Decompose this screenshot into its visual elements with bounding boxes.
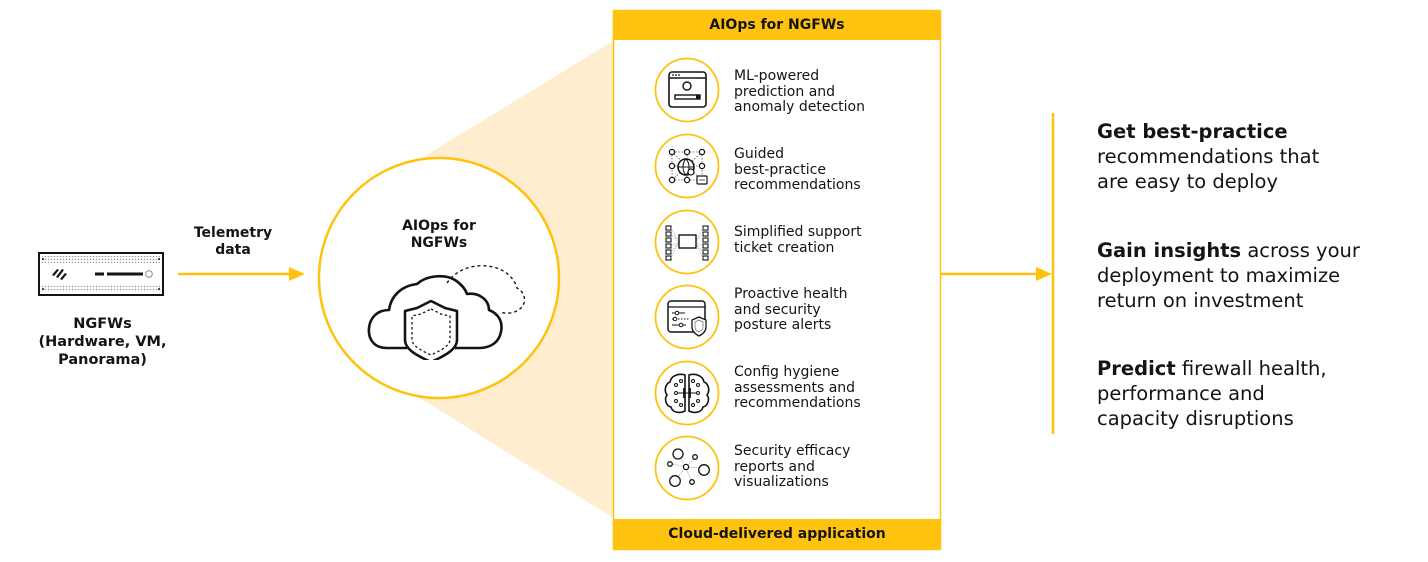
benefit-line: performance and: [1097, 382, 1265, 405]
telemetry-label-line: Telemetry: [193, 225, 273, 241]
output-arrow-head: [1036, 267, 1052, 281]
network-globe-icon: [654, 133, 720, 199]
feature-line: visualizations: [734, 474, 829, 490]
benefit-item: Get best-practice recommendations that a…: [1097, 119, 1417, 194]
feature-line: best-practice: [734, 161, 826, 178]
feature-line: recommendations: [734, 395, 861, 411]
feature-line: Proactive health: [734, 286, 848, 302]
source-label-line: NGFWs: [73, 316, 132, 332]
benefit-emphasis: Get best-practice: [1097, 120, 1288, 143]
benefit-line: recommendations that: [1097, 145, 1320, 168]
vendor-logo: [52, 269, 67, 280]
feature-line: ticket creation: [734, 239, 835, 256]
settings-shield-icon: [654, 284, 720, 350]
feature-item: Proactive health and security posture al…: [734, 286, 934, 334]
feature-item: ML-powered prediction and anomaly detect…: [734, 68, 934, 116]
feature-item: Config hygiene assessments and recommend…: [734, 364, 934, 412]
hub-title-line: AIOps for: [402, 218, 476, 234]
feature-item: Simplified support ticket creation: [734, 224, 934, 256]
benefit-emphasis: Gain insights: [1097, 239, 1242, 262]
telemetry-arrow-head: [289, 267, 305, 281]
feature-line: anomaly detection: [734, 99, 865, 115]
feature-line: assessments and: [734, 379, 856, 396]
feature-line: ML-powered: [734, 68, 820, 84]
benefit-emphasis: Predict: [1097, 357, 1176, 380]
panel-header: AIOps for NGFWs: [613, 10, 941, 40]
feature-line: Config hygiene: [734, 364, 840, 380]
benefit-line: deployment to maximize: [1097, 264, 1341, 287]
feature-line: and security: [734, 301, 821, 318]
source-label-line: Panorama): [58, 352, 147, 368]
benefit-item: Gain insights across your deployment to …: [1097, 238, 1417, 313]
feature-line: Security efficacy: [734, 443, 851, 459]
benefit-inline: firewall health,: [1175, 357, 1327, 380]
brain-circuit-icon: [654, 360, 720, 426]
feature-line: recommendations: [734, 177, 861, 193]
telemetry-label: Telemetry data: [178, 225, 288, 259]
support-ticket-icon: [654, 209, 720, 275]
benefit-line: are easy to deploy: [1097, 170, 1278, 193]
telemetry-label-line: data: [215, 242, 251, 258]
benefit-line: return on investment: [1097, 289, 1304, 312]
feature-line: prediction and: [734, 83, 836, 100]
benefit-item: Predict firewall health, performance and…: [1097, 356, 1417, 431]
hub-title: AIOps for NGFWs: [369, 218, 509, 252]
feature-item: Guided best-practice recommendations: [734, 146, 934, 194]
feature-line: reports and: [734, 458, 815, 475]
dashboard-window-icon: [654, 57, 720, 123]
firewall-appliance-icon: [38, 252, 164, 296]
feature-line: Simplified support: [734, 224, 862, 240]
feature-line: Guided: [734, 146, 784, 162]
source-label-line: (Hardware, VM,: [38, 334, 167, 350]
bubble-network-icon: [654, 435, 720, 501]
benefit-line: capacity disruptions: [1097, 407, 1294, 430]
benefit-inline: across your: [1241, 239, 1360, 262]
feature-line: posture alerts: [734, 317, 832, 333]
hub-title-line: NGFWs: [410, 235, 468, 251]
panel-footer: Cloud-delivered application: [613, 519, 941, 549]
feature-item: Security efficacy reports and visualizat…: [734, 443, 934, 491]
source-label: NGFWs (Hardware, VM, Panorama): [20, 315, 185, 369]
